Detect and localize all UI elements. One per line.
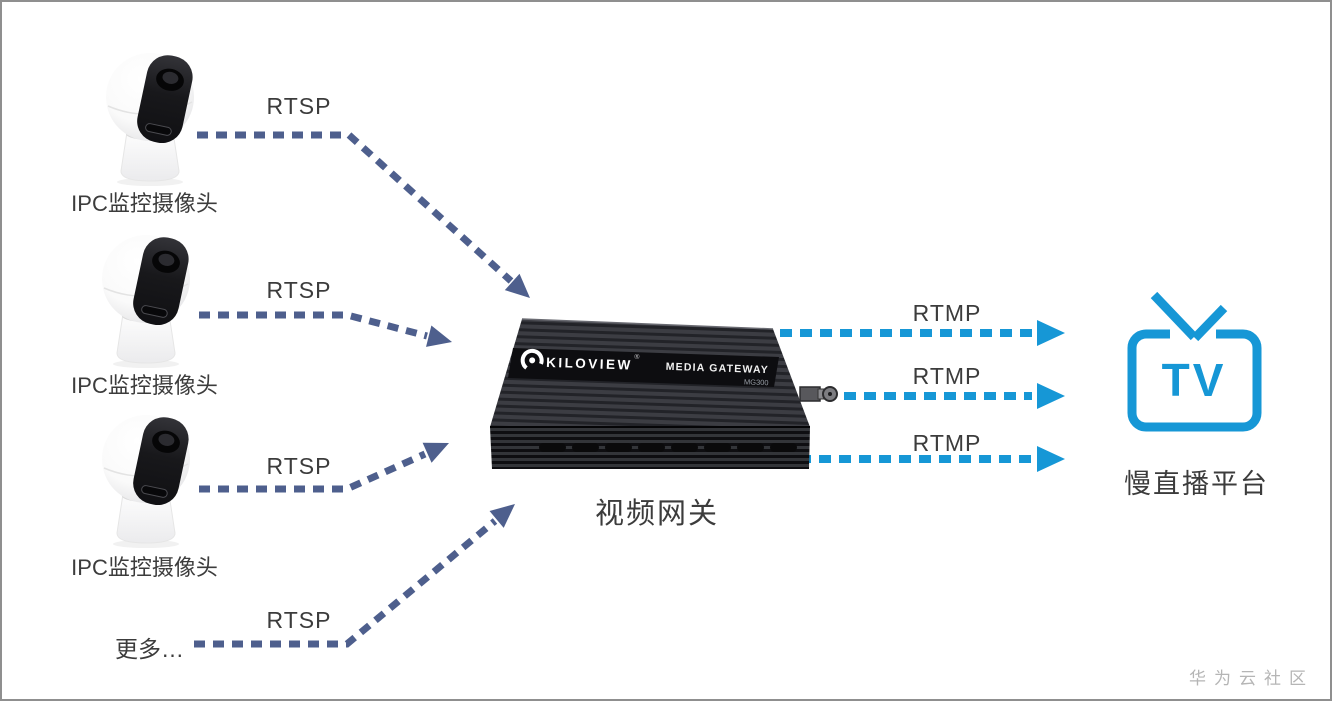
rtsp-label-3: RTSP [266,453,332,479]
more-sources-label: 更多… [115,636,184,662]
device-vent-slots [539,443,797,452]
ip-camera-icon-2 [102,235,190,368]
rtsp-arrow-2 [199,311,452,347]
rtsp-arrow-3 [199,442,449,493]
rtmp-arrow-2 [844,383,1065,409]
kiloview-logo-icon [520,348,544,372]
destination-label: 慢直播平台 [1124,469,1269,499]
rtsp-arrow-4 [194,504,515,648]
camera-label-1: IPC监控摄像头 [71,191,218,216]
ip-camera-icon-3 [102,415,190,548]
rtmp-label-1: RTMP [912,300,982,326]
camera-label-3: IPC监控摄像头 [71,555,218,580]
rtsp-arrow-1 [197,131,530,298]
rtsp-label-4: RTSP [266,607,332,633]
ip-camera-icon-1 [106,53,194,186]
tv-icon: TV [1127,291,1262,432]
rtmp-arrow-3 [799,446,1065,472]
rtmp-label-2: RTMP [912,363,982,389]
tv-icon-text: TV [1162,354,1227,406]
media-gateway-device: KILOVIEW ® MEDIA GATEWAY MG300 [490,318,838,469]
device-reg-mark: ® [634,353,640,361]
device-model: MG300 [744,377,769,387]
gateway-label: 视频网关 [594,498,719,530]
camera-label-2: IPC监控摄像头 [71,373,218,398]
bnc-connector [799,386,838,402]
rtmp-label-3: RTMP [912,430,982,456]
rtsp-label-1: RTSP [266,93,332,119]
device-product: MEDIA GATEWAY [666,361,770,376]
rtmp-arrow-1 [780,320,1065,346]
device-brand: KILOVIEW [546,355,633,373]
watermark: 华为云社区 [1189,669,1314,688]
device-label-band: KILOVIEW ® MEDIA GATEWAY MG300 [508,348,779,387]
rtsp-label-2: RTSP [266,277,332,303]
